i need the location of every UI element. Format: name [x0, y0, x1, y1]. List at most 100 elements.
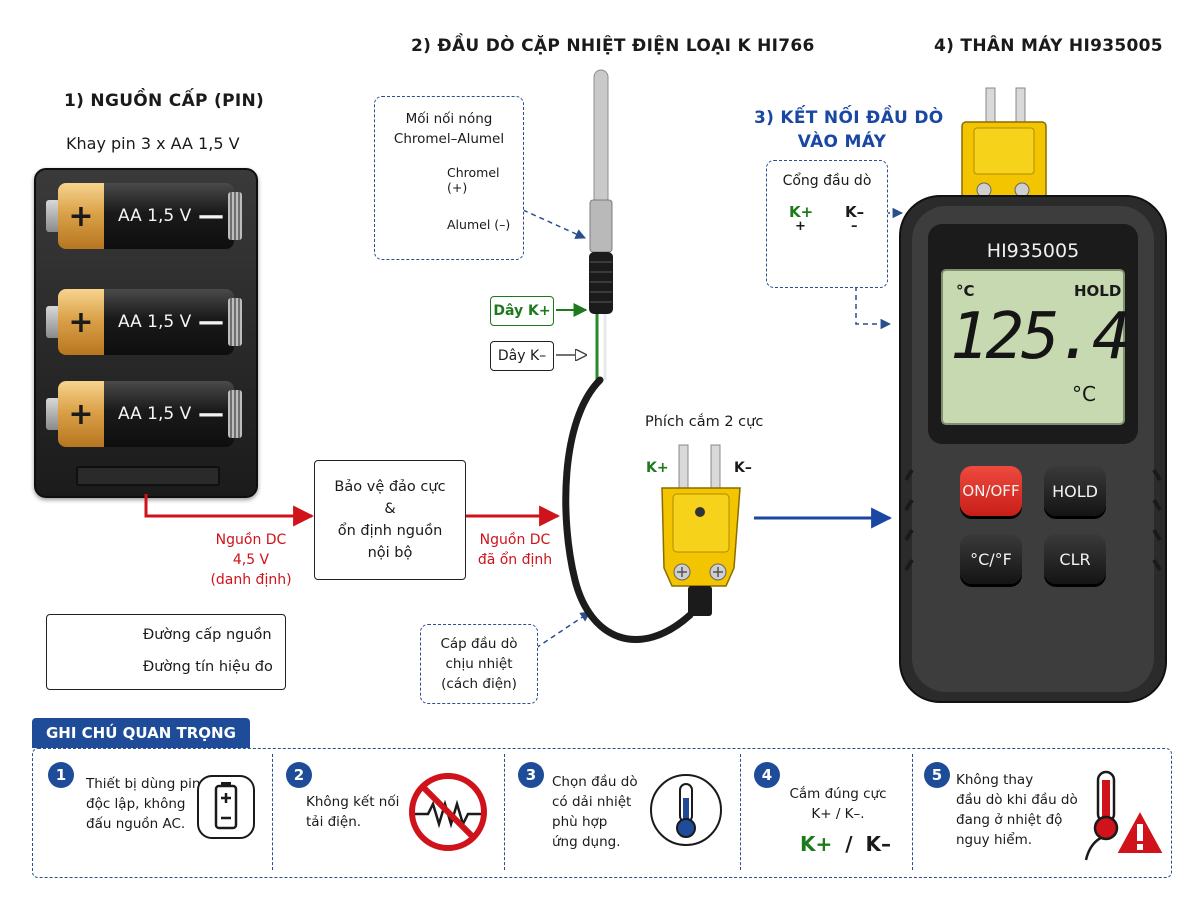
note-line: tải điện. [306, 814, 362, 830]
lcd-hold: HOLD [1074, 282, 1122, 300]
junction-line2: Chromel–Alumel [393, 131, 505, 147]
note-5-text: Không thay đầu dò khi đầu dò đang ở nhiệ… [956, 770, 1078, 850]
meter-body [899, 195, 1167, 703]
power-arrow-1 [144, 494, 315, 527]
port-minus: – [851, 219, 858, 234]
dc-output-label: Nguồn DC đã ổn định [468, 530, 562, 570]
tray-clip [76, 466, 220, 486]
junction-line1: Mối nối nóng [405, 111, 493, 127]
note-line: phù hợp [552, 814, 608, 830]
battery-terminal-icon [46, 398, 60, 430]
dc-input-label: Nguồn DC 4,5 V (danh định) [196, 530, 306, 590]
dc-out-line1: Nguồn DC [479, 532, 551, 548]
note-4-text: Cắm đúng cực K+ / K–. [782, 784, 894, 824]
clr-button[interactable]: CLR [1044, 534, 1106, 584]
unit-toggle-button[interactable]: °C/°F [960, 534, 1022, 584]
dc-in-line1: Nguồn DC [215, 532, 287, 548]
kminus-wire-tag: Dây K– [490, 341, 554, 371]
note-line: Cắm đúng cực [789, 786, 887, 802]
battery-plus: + [58, 183, 104, 249]
protect-line3: ổn định nguồn [337, 523, 443, 539]
battery-plus: + [58, 381, 104, 447]
battery-minus: — [198, 399, 224, 429]
battery-label: AA 1,5 V [118, 312, 192, 332]
battery-spring-icon [228, 192, 242, 240]
note-number: 4 [754, 762, 780, 788]
note-number: 1 [48, 762, 74, 788]
note-number: 3 [518, 762, 544, 788]
legend-signal-label: Đường tín hiệu đo [143, 659, 273, 675]
dc-in-line2: 4,5 V [232, 552, 270, 568]
battery-label: AA 1,5 V [118, 206, 192, 226]
on-off-button[interactable]: ON/OFF [960, 466, 1022, 516]
note-line: Thiết bị dùng pin [86, 776, 201, 792]
connect-section-title: 3) KẾT NỐI ĐẦU DÒ VÀO MÁY [754, 106, 944, 154]
legend: Đường cấp nguồn Đường tín hiệu đo [46, 614, 286, 690]
meter-top-plug [961, 87, 1047, 203]
note-3-text: Chọn đầu dò có dải nhiệt phù hợp ứng dụn… [552, 772, 638, 852]
cable-callout-arrow [535, 611, 591, 649]
note-line: Chọn đầu dò [552, 774, 638, 790]
lcd-unit-top: °C [956, 282, 975, 300]
battery-spring-icon [228, 390, 242, 438]
big-kplus: K+ [800, 832, 833, 856]
note-number: 5 [924, 762, 950, 788]
cable-line1: Cáp đầu dò [440, 636, 518, 652]
battery-cell-1: + AA 1,5 V — [46, 174, 242, 260]
notes-panel [32, 748, 1172, 878]
battery-minus: — [198, 201, 224, 231]
battery-terminal-icon [46, 200, 60, 232]
polarity-big: K+ / K– [800, 832, 891, 856]
probe-grip-lines [590, 261, 612, 303]
probe-section-title: 2) ĐẦU DÒ CẶP NHIỆT ĐIỆN LOẠI K HI766 [411, 36, 815, 56]
note-divider [272, 754, 273, 870]
chromel-label: Chromel (+) [447, 165, 500, 195]
meter-model: HI935005 [986, 240, 1080, 262]
protection-box: Bảo vệ đảo cực & ổn định nguồn nội bộ [314, 460, 466, 580]
protect-line2: & [384, 501, 396, 517]
note-line: độc lập, không [86, 796, 186, 812]
kplus-wire-tag: Dây K+ [490, 296, 554, 326]
plug-kplus: K+ [646, 460, 669, 476]
dc-in-line3: (danh định) [210, 572, 292, 588]
probe-plug [661, 444, 741, 616]
junction-callout: Mối nối nóng Chromel–Alumel Chromel (+) … [374, 96, 524, 260]
connect-title-line1: 3) KẾT NỐI ĐẦU DÒ [754, 108, 944, 128]
battery-plus: + [58, 289, 104, 355]
probe-cable [562, 376, 694, 643]
probe-strain-relief [589, 252, 613, 314]
junction-callout-arrow [522, 209, 586, 239]
battery-terminal-icon [46, 306, 60, 338]
note-line: đầu dò khi đầu dò [956, 792, 1078, 808]
note-line: Không kết nối [306, 794, 400, 810]
battery-label: AA 1,5 V [118, 404, 192, 424]
junction-title: Mối nối nóng Chromel–Alumel [375, 109, 523, 149]
dc-out-line2: đã ổn định [477, 552, 553, 568]
plug-label: Phích cắm 2 cực [645, 414, 764, 430]
note-line: đấu nguồn AC. [86, 816, 186, 832]
note-line: K+ / K–. [811, 806, 865, 822]
notes-heading: GHI CHÚ QUAN TRỌNG [32, 718, 250, 748]
note-divider [504, 754, 505, 870]
battery-cell-3: + AA 1,5 V — [46, 372, 242, 458]
note-line: đang ở nhiệt độ [956, 812, 1063, 828]
battery-cell-2: + AA 1,5 V— [46, 280, 242, 366]
note-1-text: Thiết bị dùng pin độc lập, không đấu ngu… [86, 774, 200, 834]
note-line: nguy hiểm. [956, 832, 1033, 848]
protect-line4: nội bộ [367, 545, 413, 561]
note-2-text: Không kết nối tải điện. [306, 792, 399, 832]
hold-button[interactable]: HOLD [1044, 466, 1106, 516]
big-kminus: K– [865, 832, 892, 856]
hot-temperature-warning-icon [1084, 770, 1166, 861]
note-number: 2 [286, 762, 312, 788]
protect-line1: Bảo vệ đảo cực [334, 479, 446, 495]
battery-icon [197, 775, 255, 839]
note-divider [912, 754, 913, 870]
legend-power-label: Đường cấp nguồn [143, 627, 272, 643]
port-callout: Cổng đầu dò K+ K– + – [766, 160, 888, 288]
battery-spring-icon [228, 298, 242, 346]
port-title: Cổng đầu dò [782, 173, 872, 189]
note-divider [740, 754, 741, 870]
cable-callout: Cáp đầu dò chịu nhiệt (cách điện) [420, 624, 538, 704]
power-section-title: 1) NGUỒN CẤP (PIN) [64, 91, 265, 111]
